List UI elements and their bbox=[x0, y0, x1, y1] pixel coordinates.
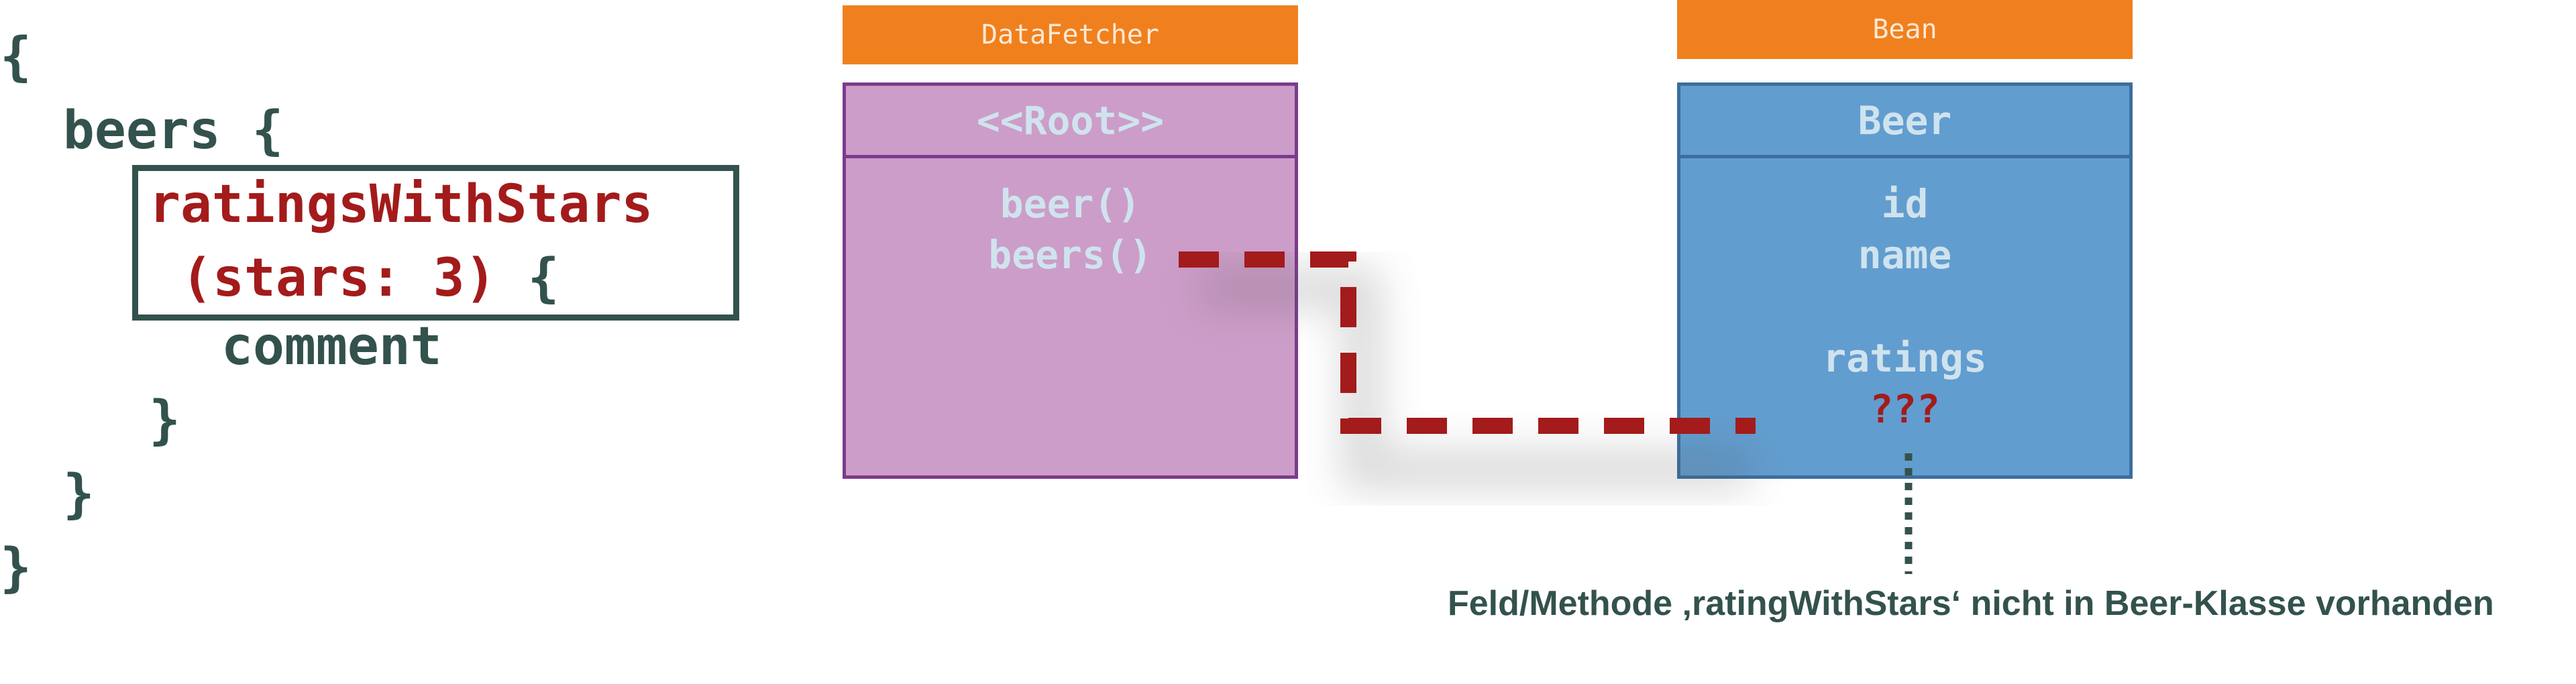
beers-field: beers { bbox=[0, 101, 284, 161]
comment-field: comment bbox=[221, 317, 442, 377]
graphql-query: { beers { ratingsWithStars (stars: 3) { … bbox=[0, 0, 653, 664]
beer-member-ratings: ratings bbox=[1823, 335, 1987, 381]
beers-close-brace: } bbox=[0, 464, 95, 524]
stars-argument-line: (stars: 3) { bbox=[181, 241, 559, 315]
missing-field-note: Feld/Methode ‚ratingWithStars‘ nicht in … bbox=[1448, 584, 2494, 623]
connector-shadow bbox=[1201, 268, 1751, 490]
root-member-beer: beer() bbox=[1000, 181, 1141, 227]
ratings-with-stars-field: ratingsWithStars bbox=[149, 174, 653, 235]
highlight-box bbox=[132, 165, 739, 321]
ratings-close-brace: } bbox=[149, 390, 180, 451]
bean-tag: Bean bbox=[1677, 0, 2133, 59]
dashed-connector bbox=[1179, 251, 1756, 434]
datafetcher-tag: DataFetcher bbox=[843, 5, 1298, 64]
root-class-title: <<Root>> bbox=[846, 86, 1295, 158]
beer-member-unknown: ??? bbox=[1870, 386, 1940, 432]
stars-argument: (stars: 3) bbox=[181, 248, 496, 308]
beer-class-title: Beer bbox=[1680, 86, 2129, 158]
argument-open-brace: { bbox=[496, 248, 559, 308]
open-brace: { bbox=[0, 27, 32, 87]
beer-member-id: id bbox=[1881, 181, 1929, 227]
beer-class-box: Beer id name ratings ??? bbox=[1677, 82, 2133, 479]
root-member-beers: beers() bbox=[988, 232, 1152, 278]
beer-member-name: name bbox=[1858, 232, 1952, 278]
close-brace: } bbox=[0, 538, 32, 598]
